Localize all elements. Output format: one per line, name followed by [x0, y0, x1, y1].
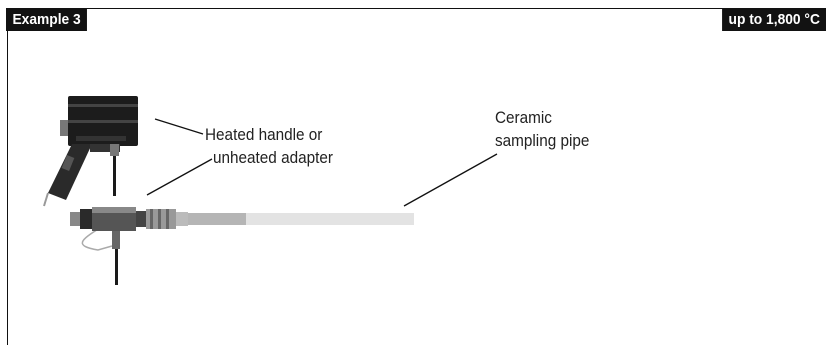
heated-handle-label: Heated handle or [205, 125, 323, 144]
unheated-adapter-label: unheated adapter [213, 148, 333, 167]
handle-leader-line [154, 118, 204, 135]
ceramic-label: Ceramic [495, 108, 552, 127]
temperature-badge: up to 1,800 °C [721, 8, 826, 31]
figure-frame [7, 8, 826, 345]
sampling-pipe-label: sampling pipe [495, 131, 590, 150]
heated-handle-illustration [43, 96, 138, 207]
pipe-leader-line [403, 153, 498, 207]
unheated-adapter-illustration [70, 207, 414, 285]
adapter-leader-line [146, 158, 213, 196]
example-badge: Example 3 [6, 8, 88, 31]
